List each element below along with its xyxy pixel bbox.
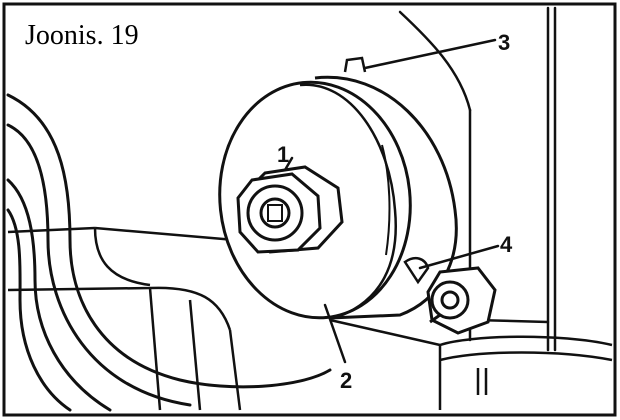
leader-4 xyxy=(418,244,500,270)
engine-housing xyxy=(7,226,242,411)
callout-3: 3 xyxy=(498,30,510,55)
leader-3 xyxy=(363,38,497,70)
leader-1 xyxy=(283,156,294,172)
callout-4: 4 xyxy=(500,232,513,257)
side-bolt xyxy=(426,266,497,335)
callout-2: 2 xyxy=(340,368,352,393)
center-hex-nut xyxy=(236,165,344,254)
callout-1: 1 xyxy=(277,142,289,167)
cover-notch xyxy=(403,256,430,285)
leader-2 xyxy=(323,303,347,364)
hose-lines xyxy=(6,93,332,412)
leader-lines xyxy=(283,38,500,364)
figure-caption: Joonis. 19 xyxy=(25,20,139,51)
base-plate xyxy=(329,318,613,410)
